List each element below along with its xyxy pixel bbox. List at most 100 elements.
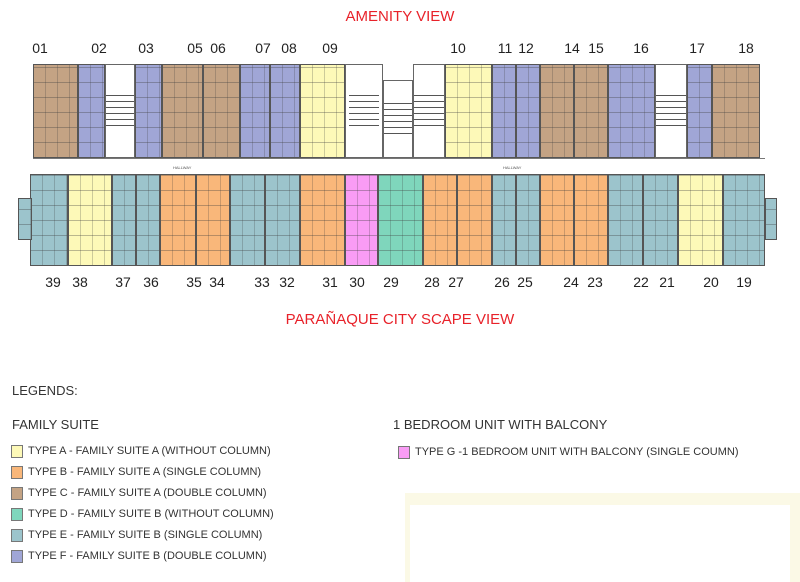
unit-19[interactable] [723, 174, 765, 266]
bottom-unit-number: 19 [736, 274, 752, 290]
top-unit-number: 15 [588, 40, 604, 56]
unit-11[interactable] [492, 64, 516, 158]
unit-10[interactable] [445, 64, 492, 158]
legend-heading: LEGENDS: [12, 383, 78, 398]
legend-swatch-c [11, 487, 23, 500]
unit-06[interactable] [203, 64, 240, 158]
unit-24[interactable] [540, 174, 574, 266]
bottom-unit-number: 27 [448, 274, 464, 290]
legend-swatch-e [11, 529, 23, 542]
elevator-core-right [413, 64, 445, 158]
legend-label: TYPE B - FAMILY SUITE A (SINGLE COLUMN) [28, 466, 262, 478]
unit-22[interactable] [608, 174, 643, 266]
legend-swatch-d [11, 508, 23, 521]
stairwell-right [655, 64, 687, 158]
legend-swatch-g [398, 446, 410, 459]
amenity-view-title: AMENITY VIEW [345, 8, 455, 25]
unit-15[interactable] [574, 64, 608, 158]
unit-30[interactable] [345, 174, 378, 266]
unit-16[interactable] [608, 64, 655, 158]
legend-label: TYPE G -1 BEDROOM UNIT WITH BALCONY (SIN… [415, 446, 739, 458]
legend-label: TYPE D - FAMILY SUITE B (WITHOUT COLUMN) [28, 508, 274, 520]
top-unit-number: 14 [564, 40, 580, 56]
unit-36[interactable] [136, 174, 160, 266]
top-unit-number: 12 [518, 40, 534, 56]
unit-05[interactable] [162, 64, 203, 158]
bottom-unit-number: 35 [186, 274, 202, 290]
bottom-unit-number: 31 [322, 274, 338, 290]
unit-14[interactable] [540, 64, 574, 158]
unit-02[interactable] [78, 64, 105, 158]
top-unit-number: 16 [633, 40, 649, 56]
top-unit-number: 06 [210, 40, 226, 56]
bottom-unit-number: 29 [383, 274, 399, 290]
bottom-unit-number: 37 [115, 274, 131, 290]
legend-label: TYPE F - FAMILY SUITE B (DOUBLE COLUMN) [28, 550, 267, 562]
bottom-unit-number: 28 [424, 274, 440, 290]
top-unit-number: 07 [255, 40, 271, 56]
unit-21[interactable] [643, 174, 678, 266]
unit-01[interactable] [33, 64, 78, 158]
top-unit-number: 09 [322, 40, 338, 56]
unit-35[interactable] [160, 174, 196, 266]
balcony-protrusion [18, 198, 32, 240]
top-unit-number: 10 [450, 40, 466, 56]
unit-03[interactable] [135, 64, 162, 158]
unit-29[interactable] [378, 174, 423, 266]
legend-label: TYPE A - FAMILY SUITE A (WITHOUT COLUMN) [28, 445, 271, 457]
bottom-unit-number: 20 [703, 274, 719, 290]
unit-20[interactable] [678, 174, 723, 266]
unit-09[interactable] [300, 64, 345, 158]
top-unit-number: 18 [738, 40, 754, 56]
legend-swatch-f [11, 550, 23, 563]
bottom-unit-number: 24 [563, 274, 579, 290]
top-unit-number: 11 [497, 40, 513, 56]
unit-27[interactable] [457, 174, 492, 266]
bottom-unit-number: 38 [72, 274, 88, 290]
top-unit-number: 02 [91, 40, 107, 56]
bottom-unit-number: 36 [143, 274, 159, 290]
legend-swatch-b [11, 466, 23, 479]
legend-label: TYPE E - FAMILY SUITE B (SINGLE COLUMN) [28, 529, 263, 541]
bottom-unit-number: 23 [587, 274, 603, 290]
bottom-unit-number: 25 [517, 274, 533, 290]
unit-17[interactable] [687, 64, 712, 158]
unit-26[interactable] [492, 174, 516, 266]
unit-33[interactable] [230, 174, 265, 266]
unit-37[interactable] [112, 174, 136, 266]
bottom-unit-number: 32 [279, 274, 295, 290]
legend-label: TYPE C - FAMILY SUITE A (DOUBLE COLUMN) [28, 487, 267, 499]
stairwell-left [105, 64, 135, 158]
unit-28[interactable] [423, 174, 457, 266]
bottom-unit-number: 30 [349, 274, 365, 290]
city-view-title: PARAÑAQUE CITY SCAPE VIEW [285, 311, 515, 328]
top-unit-number: 17 [689, 40, 705, 56]
bottom-unit-number: 39 [45, 274, 61, 290]
unit-38[interactable] [68, 174, 112, 266]
unit-25[interactable] [516, 174, 540, 266]
unit-07[interactable] [240, 64, 270, 158]
bottom-unit-number: 22 [633, 274, 649, 290]
elevator-core-left [345, 64, 383, 158]
unit-12[interactable] [516, 64, 540, 158]
top-unit-number: 03 [138, 40, 154, 56]
unit-34[interactable] [196, 174, 230, 266]
family-suite-heading: FAMILY SUITE [12, 417, 99, 432]
top-unit-number: 01 [32, 40, 48, 56]
top-unit-number: 05 [187, 40, 203, 56]
unit-08[interactable] [270, 64, 300, 158]
bottom-unit-number: 33 [254, 274, 270, 290]
unit-39[interactable] [30, 174, 68, 266]
hallway-label: HALLWAY [173, 165, 192, 170]
balcony-protrusion [765, 198, 777, 240]
unit-31[interactable] [300, 174, 345, 266]
bottom-unit-number: 21 [659, 274, 675, 290]
bottom-unit-number: 34 [209, 274, 225, 290]
unit-18[interactable] [712, 64, 760, 158]
unit-32[interactable] [265, 174, 300, 266]
legend-swatch-a [11, 445, 23, 458]
unit-23[interactable] [574, 174, 608, 266]
top-unit-number: 08 [281, 40, 297, 56]
hallway-label: HALLWAY [503, 165, 522, 170]
